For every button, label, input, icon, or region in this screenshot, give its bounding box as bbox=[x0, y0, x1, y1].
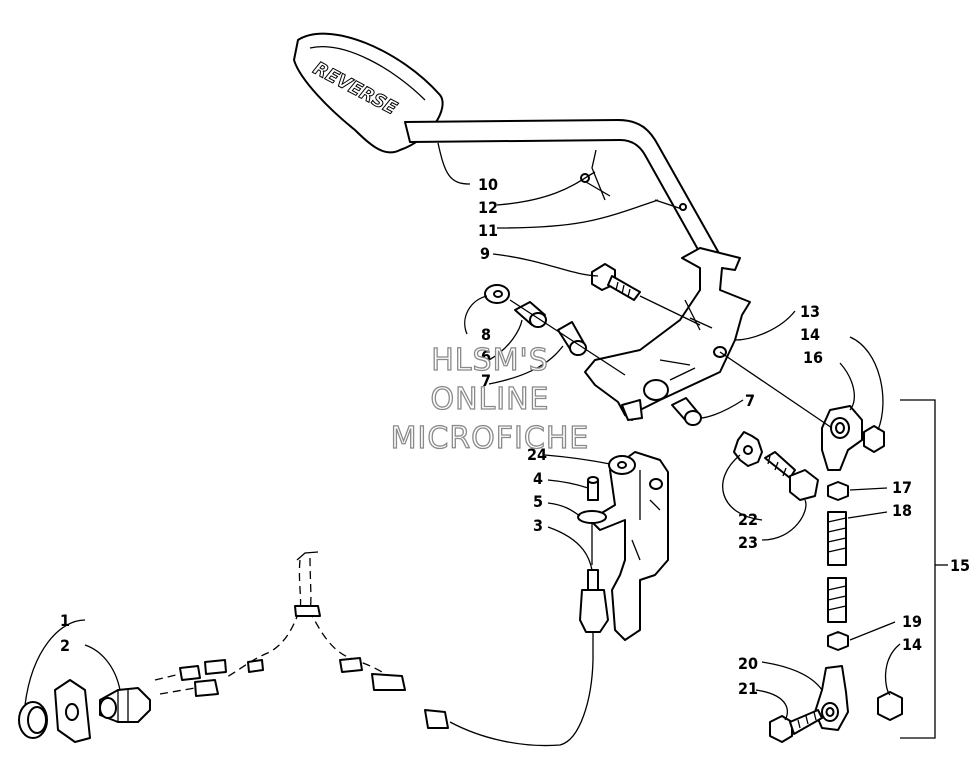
callout-10: 10 bbox=[478, 175, 498, 194]
callout-9: 9 bbox=[480, 244, 490, 263]
callout-15: 15 bbox=[950, 556, 970, 575]
callout-22: 22 bbox=[738, 510, 758, 529]
callout-7-upper: 7 bbox=[481, 371, 491, 390]
leader-lines bbox=[24, 142, 901, 721]
callout-21: 21 bbox=[738, 679, 758, 698]
indicator-light-2 bbox=[99, 687, 151, 723]
watermark-line-1: HLSM'S bbox=[431, 343, 549, 378]
callout-14-upper: 14 bbox=[800, 325, 820, 344]
callout-20: 20 bbox=[738, 654, 758, 673]
callout-5: 5 bbox=[533, 492, 543, 511]
rod-end-20 bbox=[814, 665, 849, 731]
watermark-line-3: MICROFICHE bbox=[391, 421, 590, 456]
callout-7-lower: 7 bbox=[745, 391, 755, 410]
bushing-7-upper bbox=[557, 321, 587, 356]
bolt-9 bbox=[591, 263, 701, 326]
callout-12: 12 bbox=[478, 198, 498, 217]
wire-harness bbox=[154, 551, 406, 697]
watermark-line-2: ONLINE bbox=[430, 382, 549, 417]
callout-18: 18 bbox=[892, 501, 912, 520]
jam-nut-17 bbox=[827, 481, 849, 501]
nut-14-upper bbox=[863, 425, 885, 453]
star-washer-22 bbox=[733, 431, 763, 467]
bushing-7-lower bbox=[671, 397, 702, 426]
lever-bracket bbox=[584, 247, 751, 421]
callout-24: 24 bbox=[527, 445, 547, 464]
callout-13: 13 bbox=[800, 302, 820, 321]
nut-14-lower bbox=[877, 691, 903, 721]
bolt-21 bbox=[769, 709, 823, 743]
washer-8 bbox=[484, 284, 510, 304]
callout-1: 1 bbox=[60, 611, 70, 630]
indicator-housing-1 bbox=[18, 679, 91, 743]
callout-11: 11 bbox=[478, 221, 498, 240]
callout-8: 8 bbox=[481, 325, 491, 344]
rod-end-16 bbox=[821, 405, 863, 471]
callout-19: 19 bbox=[902, 612, 922, 631]
callout-17: 17 bbox=[892, 478, 912, 497]
threaded-rod-18 bbox=[827, 511, 847, 623]
watermark: HLSM'S ONLINE MICROFICHE bbox=[390, 342, 590, 456]
callout-2: 2 bbox=[60, 636, 70, 655]
switch-3 bbox=[424, 476, 609, 747]
callout-23: 23 bbox=[738, 533, 758, 552]
callout-6: 6 bbox=[481, 347, 491, 366]
switch-mount-plate bbox=[589, 451, 669, 641]
callout-3: 3 bbox=[533, 516, 543, 535]
callout-4: 4 bbox=[533, 469, 543, 488]
callout-14-lower: 14 bbox=[902, 635, 922, 654]
jam-nut-19 bbox=[827, 631, 849, 651]
bracket-15 bbox=[900, 399, 936, 739]
bolt-23 bbox=[764, 451, 819, 501]
callout-labels: 10 12 11 9 8 6 7 13 14 16 7 24 4 5 3 22 … bbox=[60, 175, 970, 698]
callout-16: 16 bbox=[803, 348, 823, 367]
